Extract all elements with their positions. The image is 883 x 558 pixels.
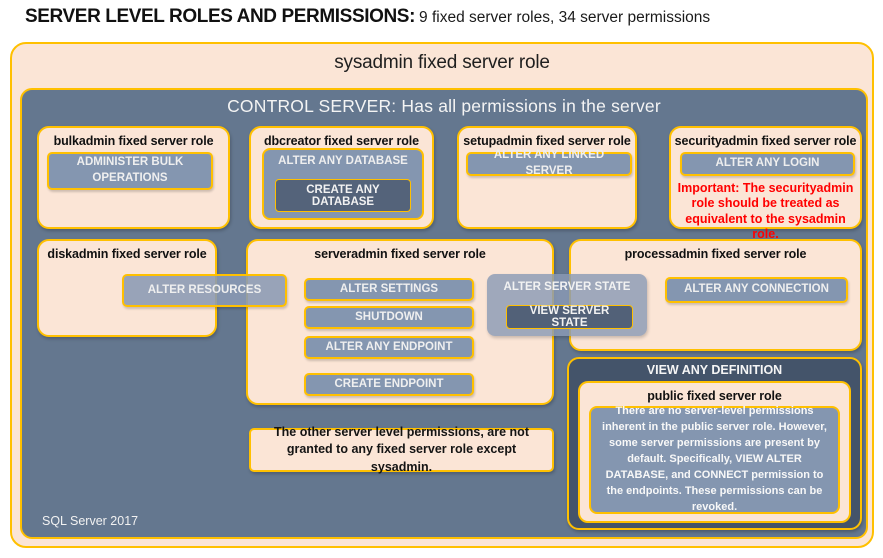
permission-shutdown: SHUTDOWN: [304, 306, 474, 329]
control-server-title: CONTROL SERVER: Has all permissions in t…: [227, 96, 661, 116]
control-server-box: CONTROL SERVER: Has all permissions in t…: [20, 88, 868, 539]
page-title-strong: SERVER LEVEL ROLES AND PERMISSIONS:: [25, 6, 416, 27]
permission-alter-any-connection: ALTER ANY CONNECTION: [665, 277, 848, 303]
permission-alter-settings: ALTER SETTINGS: [304, 278, 474, 301]
permission-administer-bulk-operations: ADMINISTER BULK OPERATIONS: [47, 152, 213, 190]
sysadmin-role-box: sysadmin fixed server role CONTROL SERVE…: [10, 42, 874, 548]
processadmin-role-title: processadmin fixed server role: [624, 247, 807, 261]
sql-server-version-label: SQL Server 2017: [42, 514, 139, 528]
dbcreator-role-box: dbcreator fixed server role ALTER ANY DA…: [249, 126, 434, 229]
sysadmin-role-title: sysadmin fixed server role: [334, 52, 550, 73]
permission-create-endpoint: CREATE ENDPOINT: [304, 373, 474, 396]
public-role-box: public fixed server role There are no se…: [578, 381, 851, 523]
public-role-title: public fixed server role: [647, 389, 782, 403]
page-title-detail: 9 fixed server roles, 34 server permissi…: [419, 9, 711, 26]
dbcreator-permission-group: ALTER ANY DATABASE CREATE ANY DATABASE: [262, 148, 424, 220]
permission-alter-any-linked-server: ALTER ANY LINKED SERVER: [466, 149, 632, 177]
permission-alter-server-state: ALTER SERVER STATE: [503, 281, 631, 293]
setupadmin-role-title: setupadmin fixed server role: [463, 134, 631, 148]
serveradmin-role-title: serveradmin fixed server role: [314, 247, 486, 261]
securityadmin-warning-text: Important: The securityadmin role should…: [677, 181, 854, 241]
permission-alter-any-login: ALTER ANY LOGIN: [680, 152, 855, 176]
alter-server-state-group: ALTER SERVER STATE VIEW SERVER STATE: [487, 274, 647, 336]
public-role-description: There are no server-level permissions in…: [589, 405, 840, 514]
permission-alter-any-endpoint: ALTER ANY ENDPOINT: [304, 336, 474, 359]
page-title: SERVER LEVEL ROLES AND PERMISSIONS:9 fix…: [25, 6, 865, 36]
permission-create-any-database: CREATE ANY DATABASE: [275, 179, 411, 212]
diskadmin-role-title: diskadmin fixed server role: [47, 247, 207, 261]
permission-view-any-definition: VIEW ANY DEFINITION: [646, 363, 783, 377]
bulkadmin-role-title: bulkadmin fixed server role: [53, 134, 214, 148]
securityadmin-role-box: securityadmin fixed server role ALTER AN…: [669, 126, 862, 241]
setupadmin-role-box: setupadmin fixed server role ALTER ANY L…: [457, 126, 637, 229]
securityadmin-role-title: securityadmin fixed server role: [674, 134, 857, 148]
permission-alter-resources: ALTER RESOURCES: [122, 274, 287, 307]
dbcreator-role-title: dbcreator fixed server role: [263, 134, 419, 148]
bulkadmin-role-box: bulkadmin fixed server role ADMINISTER B…: [37, 126, 230, 229]
permission-alter-any-database: ALTER ANY DATABASE: [278, 155, 408, 167]
permission-view-server-state: VIEW SERVER STATE: [506, 305, 633, 329]
other-permissions-note: The other server level permissions, are …: [249, 425, 554, 474]
view-any-definition-box: VIEW ANY DEFINITION public fixed server …: [567, 357, 862, 530]
